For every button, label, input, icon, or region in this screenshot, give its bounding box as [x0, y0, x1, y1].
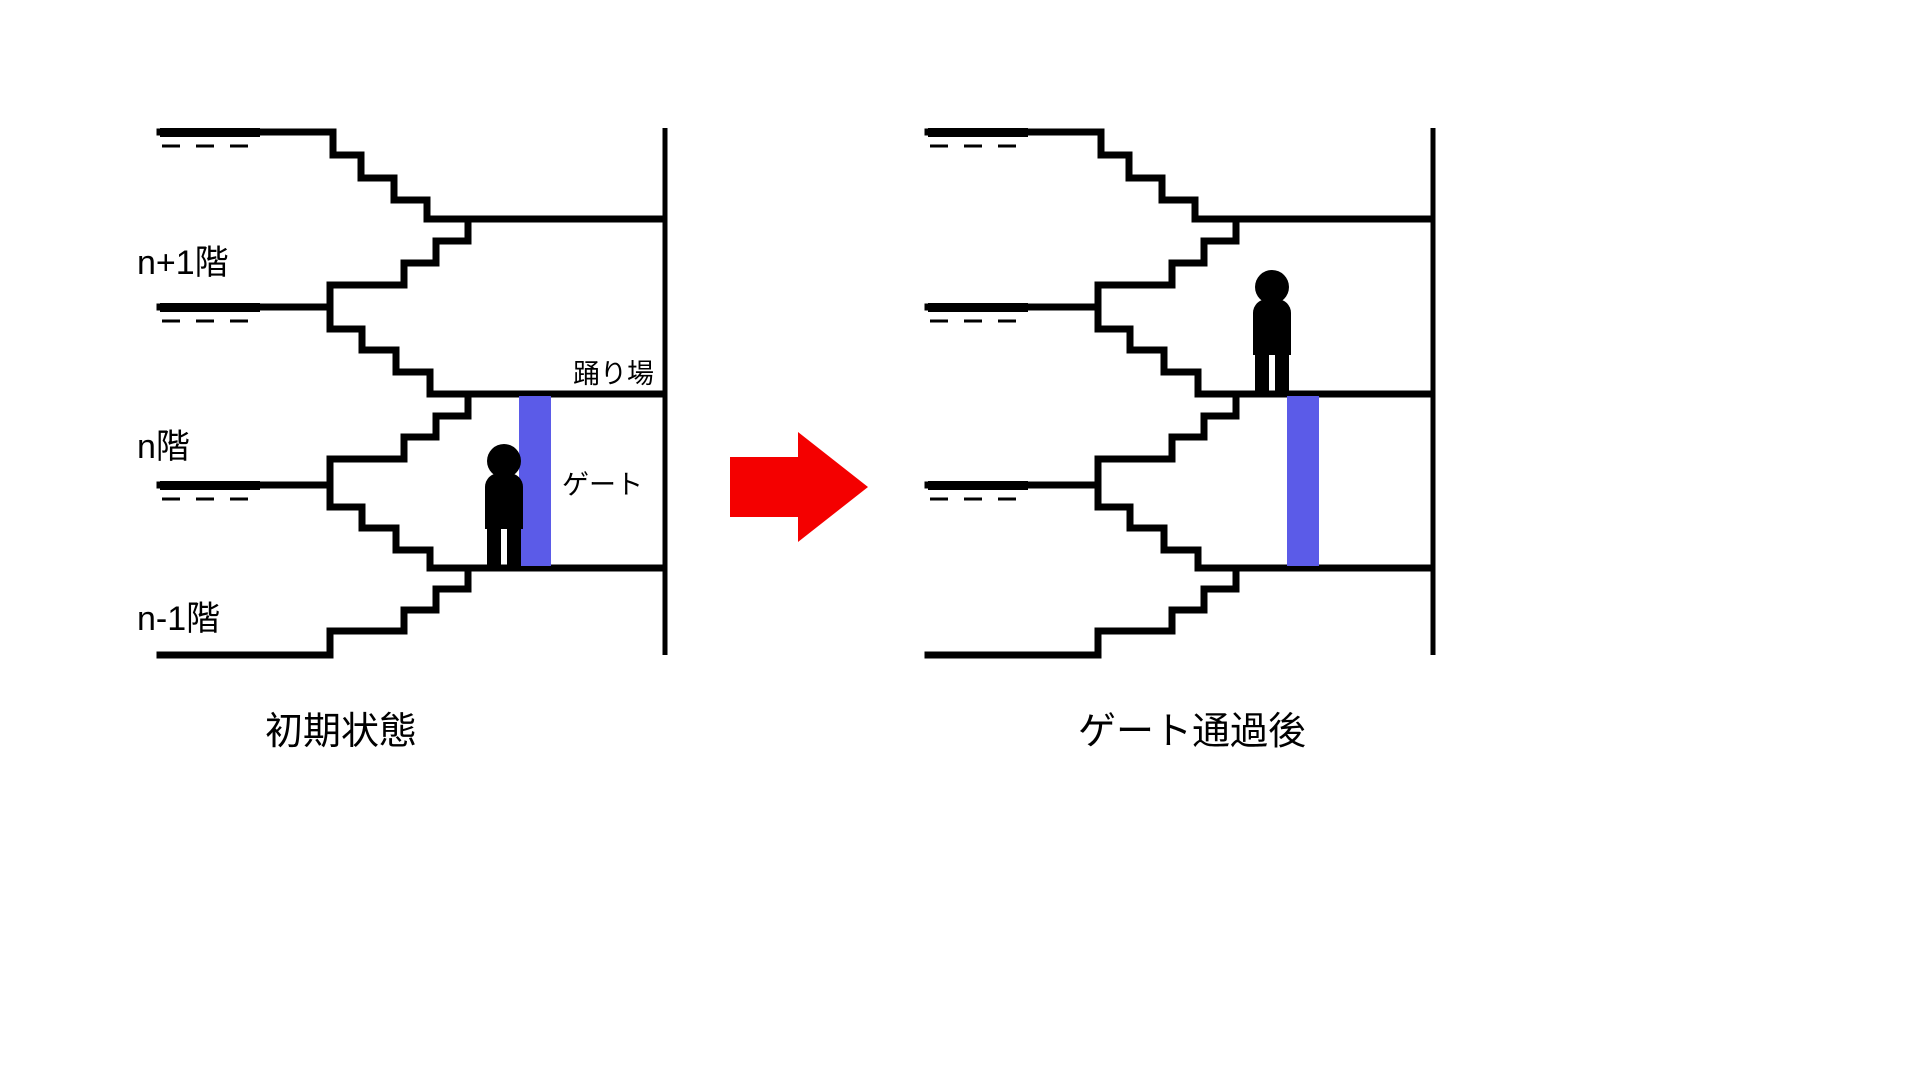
- caption-left: 初期状態: [265, 711, 417, 753]
- floor-label-middle: n階: [137, 428, 190, 466]
- person-figure[interactable]: [485, 444, 523, 567]
- panel-after-gate-passed: ゲート通過後: [924, 128, 1436, 753]
- transition-arrow: [730, 432, 868, 542]
- gate-bar-2[interactable]: [1287, 396, 1319, 566]
- person-figure-2[interactable]: [1253, 270, 1291, 393]
- floor-label-lower: n-1階: [137, 600, 220, 638]
- staircase-profile: [156, 128, 510, 659]
- staircase-profile-2: [924, 128, 1278, 659]
- floor-label-upper: n+1階: [137, 244, 229, 282]
- gate-bar[interactable]: [519, 396, 551, 566]
- caption-right: ゲート通過後: [1078, 711, 1306, 753]
- callout-gate: ゲート: [562, 470, 643, 500]
- callout-landing: 踊り場: [573, 359, 654, 389]
- panel-initial-state: n+1階 n階 n-1階 踊り場 ゲート 初期状態: [137, 128, 668, 753]
